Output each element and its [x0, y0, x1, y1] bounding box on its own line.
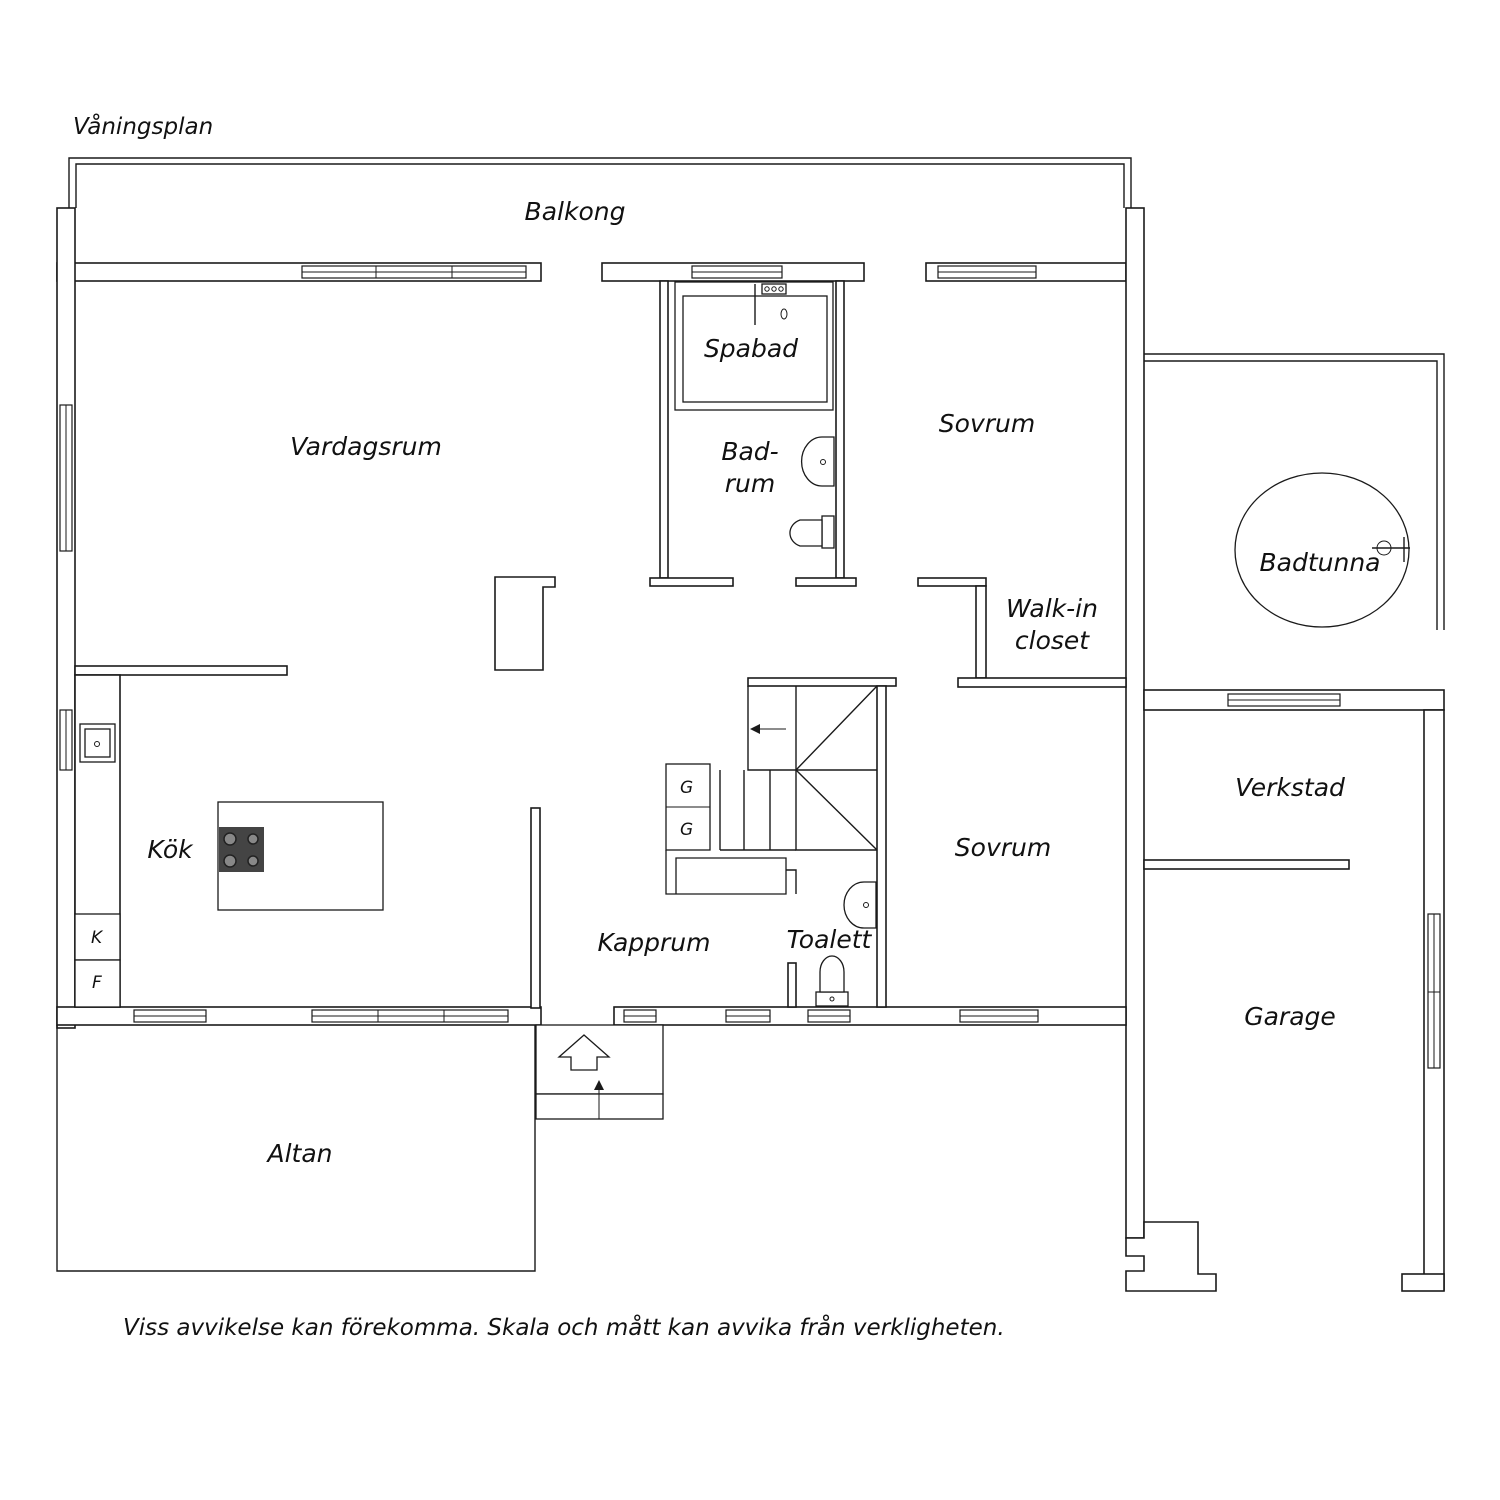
disclaimer-text: Viss avvikelse kan förekomma. Skala och … [123, 1313, 1005, 1341]
windows-bottom [133, 1009, 1039, 1023]
room-label-badrum-1: Bad- [721, 437, 778, 466]
hot-tub [1234, 472, 1410, 628]
room-label-verkstad: Verkstad [1235, 773, 1345, 802]
room-label-vardagsrum: Vardagsrum [290, 432, 442, 461]
toilet-bowl [815, 955, 849, 1007]
room-label-spabad: Spabad [704, 334, 798, 363]
room-label-walkin-1: Walk-in [1006, 594, 1098, 623]
fridge-label: K [91, 928, 104, 948]
staircase [719, 685, 878, 851]
room-label-kok: Kök [147, 835, 194, 864]
room-label-badtunna: Badtunna [1260, 548, 1381, 577]
room-label-garage: Garage [1244, 1002, 1336, 1031]
right-wing-windows [1227, 693, 1441, 1069]
windows-top [301, 265, 1037, 279]
toilet-sink [843, 881, 877, 929]
altan-deck [56, 1025, 536, 1272]
room-label-balkong: Balkong [525, 197, 626, 226]
entrance-steps [535, 1024, 664, 1120]
bathroom-sink [801, 436, 835, 487]
cooktop-icon [219, 827, 264, 872]
cabinet-g1-label: G [680, 778, 693, 798]
room-label-sovrum-upper: Sovrum [939, 409, 1035, 438]
wardrobe-cabinets: G G [665, 763, 797, 895]
spabad-tub [674, 281, 834, 411]
entrance-arrow-icon [557, 1034, 611, 1071]
room-label-altan: Altan [265, 1139, 332, 1168]
room-labels: Balkong Vardagsrum Spabad Bad- rum Sovru… [147, 197, 1380, 1168]
plan-title: Våningsplan [73, 112, 213, 140]
cabinet-g2-label: G [680, 820, 693, 840]
balcony [68, 157, 1132, 208]
windows-left [59, 404, 73, 771]
room-label-toalett: Toalett [787, 925, 873, 954]
room-label-sovrum-lower: Sovrum [955, 833, 1051, 862]
room-label-badrum-2: rum [725, 469, 775, 498]
room-label-kapprum: Kapprum [597, 928, 710, 957]
kitchen-counter: K F [74, 723, 121, 1008]
room-label-walkin-2: closet [1015, 626, 1090, 655]
freezer-label: F [92, 973, 102, 993]
bathroom-toilet [789, 515, 835, 549]
